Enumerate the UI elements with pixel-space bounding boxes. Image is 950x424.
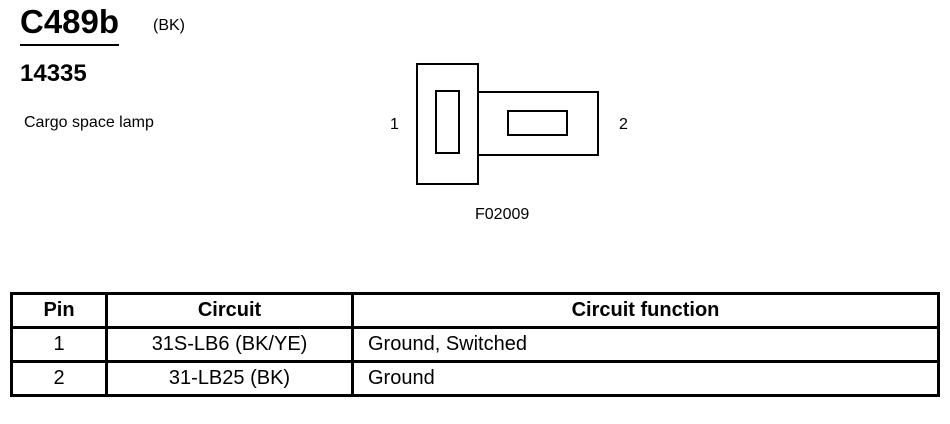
circuit-cell: 31S-LB6 (BK/YE) (105, 326, 354, 363)
function-cell: Ground, Switched (351, 326, 940, 363)
terminal-1-slot (435, 90, 460, 154)
circuit-cell: 31-LB25 (BK) (105, 360, 354, 397)
function-cell: Ground (351, 360, 940, 397)
pinout-table: Pin Circuit Circuit function 1 31S-LB6 (… (10, 292, 940, 397)
pin-cell: 2 (10, 360, 108, 397)
header-pin: Pin (10, 292, 108, 329)
connector-description: Cargo space lamp (24, 114, 154, 131)
terminal-2-slot (507, 110, 568, 136)
pin-cell: 1 (10, 326, 108, 363)
figure-code: F02009 (475, 206, 530, 223)
header-circuit-function: Circuit function (351, 292, 940, 329)
connector-id: C489b (20, 2, 120, 46)
table-row: 1 31S-LB6 (BK/YE) Ground, Switched (10, 326, 940, 363)
pin-1-label: 1 (390, 116, 399, 133)
table-row: 2 31-LB25 (BK) Ground (10, 360, 940, 397)
connector-color-code: (BK) (153, 17, 185, 34)
table-header-row: Pin Circuit Circuit function (10, 292, 940, 329)
header-circuit: Circuit (105, 292, 354, 329)
part-number: 14335 (20, 60, 87, 87)
pin-2-label: 2 (619, 116, 628, 133)
connector-diagram (416, 63, 599, 185)
